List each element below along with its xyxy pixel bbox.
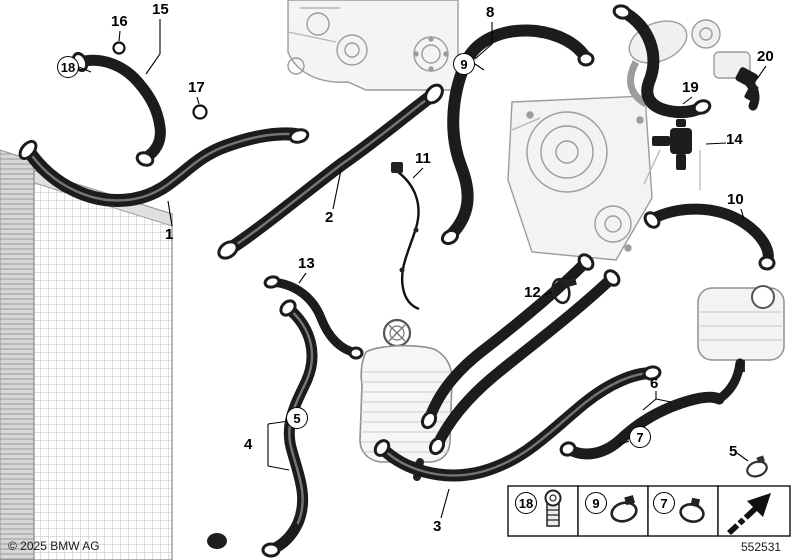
callout-2: 2 [325, 209, 334, 226]
callout-11: 11 [415, 150, 431, 167]
legend-ref-7: 7 [653, 492, 675, 514]
legend-ref-18: 18 [515, 492, 537, 514]
engine-block [287, 0, 459, 91]
holder-clamp-12 [551, 277, 577, 305]
direction-arrow-icon [727, 493, 771, 535]
hose-13 [267, 277, 361, 358]
hose-19 [616, 5, 708, 119]
thermostat-assembly [627, 19, 751, 108]
torx-screw-icon [544, 489, 562, 527]
callout-16: 16 [111, 13, 128, 30]
hose-4 [265, 302, 318, 556]
hose-clamp-icon [610, 495, 638, 523]
callout-3: 3 [433, 518, 442, 535]
callout-18: 18 [57, 56, 79, 78]
right-expansion-tank [697, 285, 785, 372]
hose-feed-b [423, 256, 592, 426]
callout-14: 14 [726, 131, 743, 148]
callout-6: 6 [650, 375, 659, 392]
callout-5-circled: 5 [286, 407, 308, 429]
callout-17: 17 [188, 79, 205, 96]
hose-clamp-icon [679, 497, 705, 523]
callout-10: 10 [727, 191, 744, 208]
callout-19: 19 [682, 79, 699, 96]
shutoff-valve-14 [643, 119, 701, 190]
vent-line-11 [391, 162, 420, 311]
callout-7: 7 [629, 426, 651, 448]
hose-6-riser [714, 358, 745, 404]
callout-9: 9 [453, 53, 475, 75]
hose-8 [444, 52, 474, 242]
radiator [0, 149, 227, 560]
hose-feed-a [431, 272, 618, 452]
legend [507, 485, 791, 537]
callout-4: 4 [244, 436, 253, 453]
copyright-text: © 2025 BMW AG [8, 539, 100, 553]
callout-5: 5 [729, 443, 738, 460]
callout-15: 15 [152, 1, 169, 18]
hose-8-upper [462, 24, 592, 64]
coolant-pump [507, 95, 653, 261]
clamp-5-part [746, 455, 768, 478]
callout-8: 8 [486, 4, 495, 21]
hose-10 [646, 203, 774, 269]
callout-1: 1 [165, 226, 174, 243]
fitting-20 [735, 67, 759, 101]
diagram-number: 552531 [741, 540, 782, 554]
hose-15 [74, 54, 166, 164]
leader-lines [78, 19, 767, 519]
callout-20: 20 [757, 48, 774, 65]
o-ring-17 [192, 104, 208, 120]
radiator-drain-clamp [207, 533, 227, 549]
hose-fittings [18, 4, 776, 558]
callout-13: 13 [298, 255, 315, 272]
o-ring-16 [112, 41, 126, 55]
hose-6 [562, 391, 725, 460]
tank-cap [751, 285, 775, 309]
legend-ref-9: 9 [585, 492, 607, 514]
callout-12: 12 [524, 284, 541, 301]
